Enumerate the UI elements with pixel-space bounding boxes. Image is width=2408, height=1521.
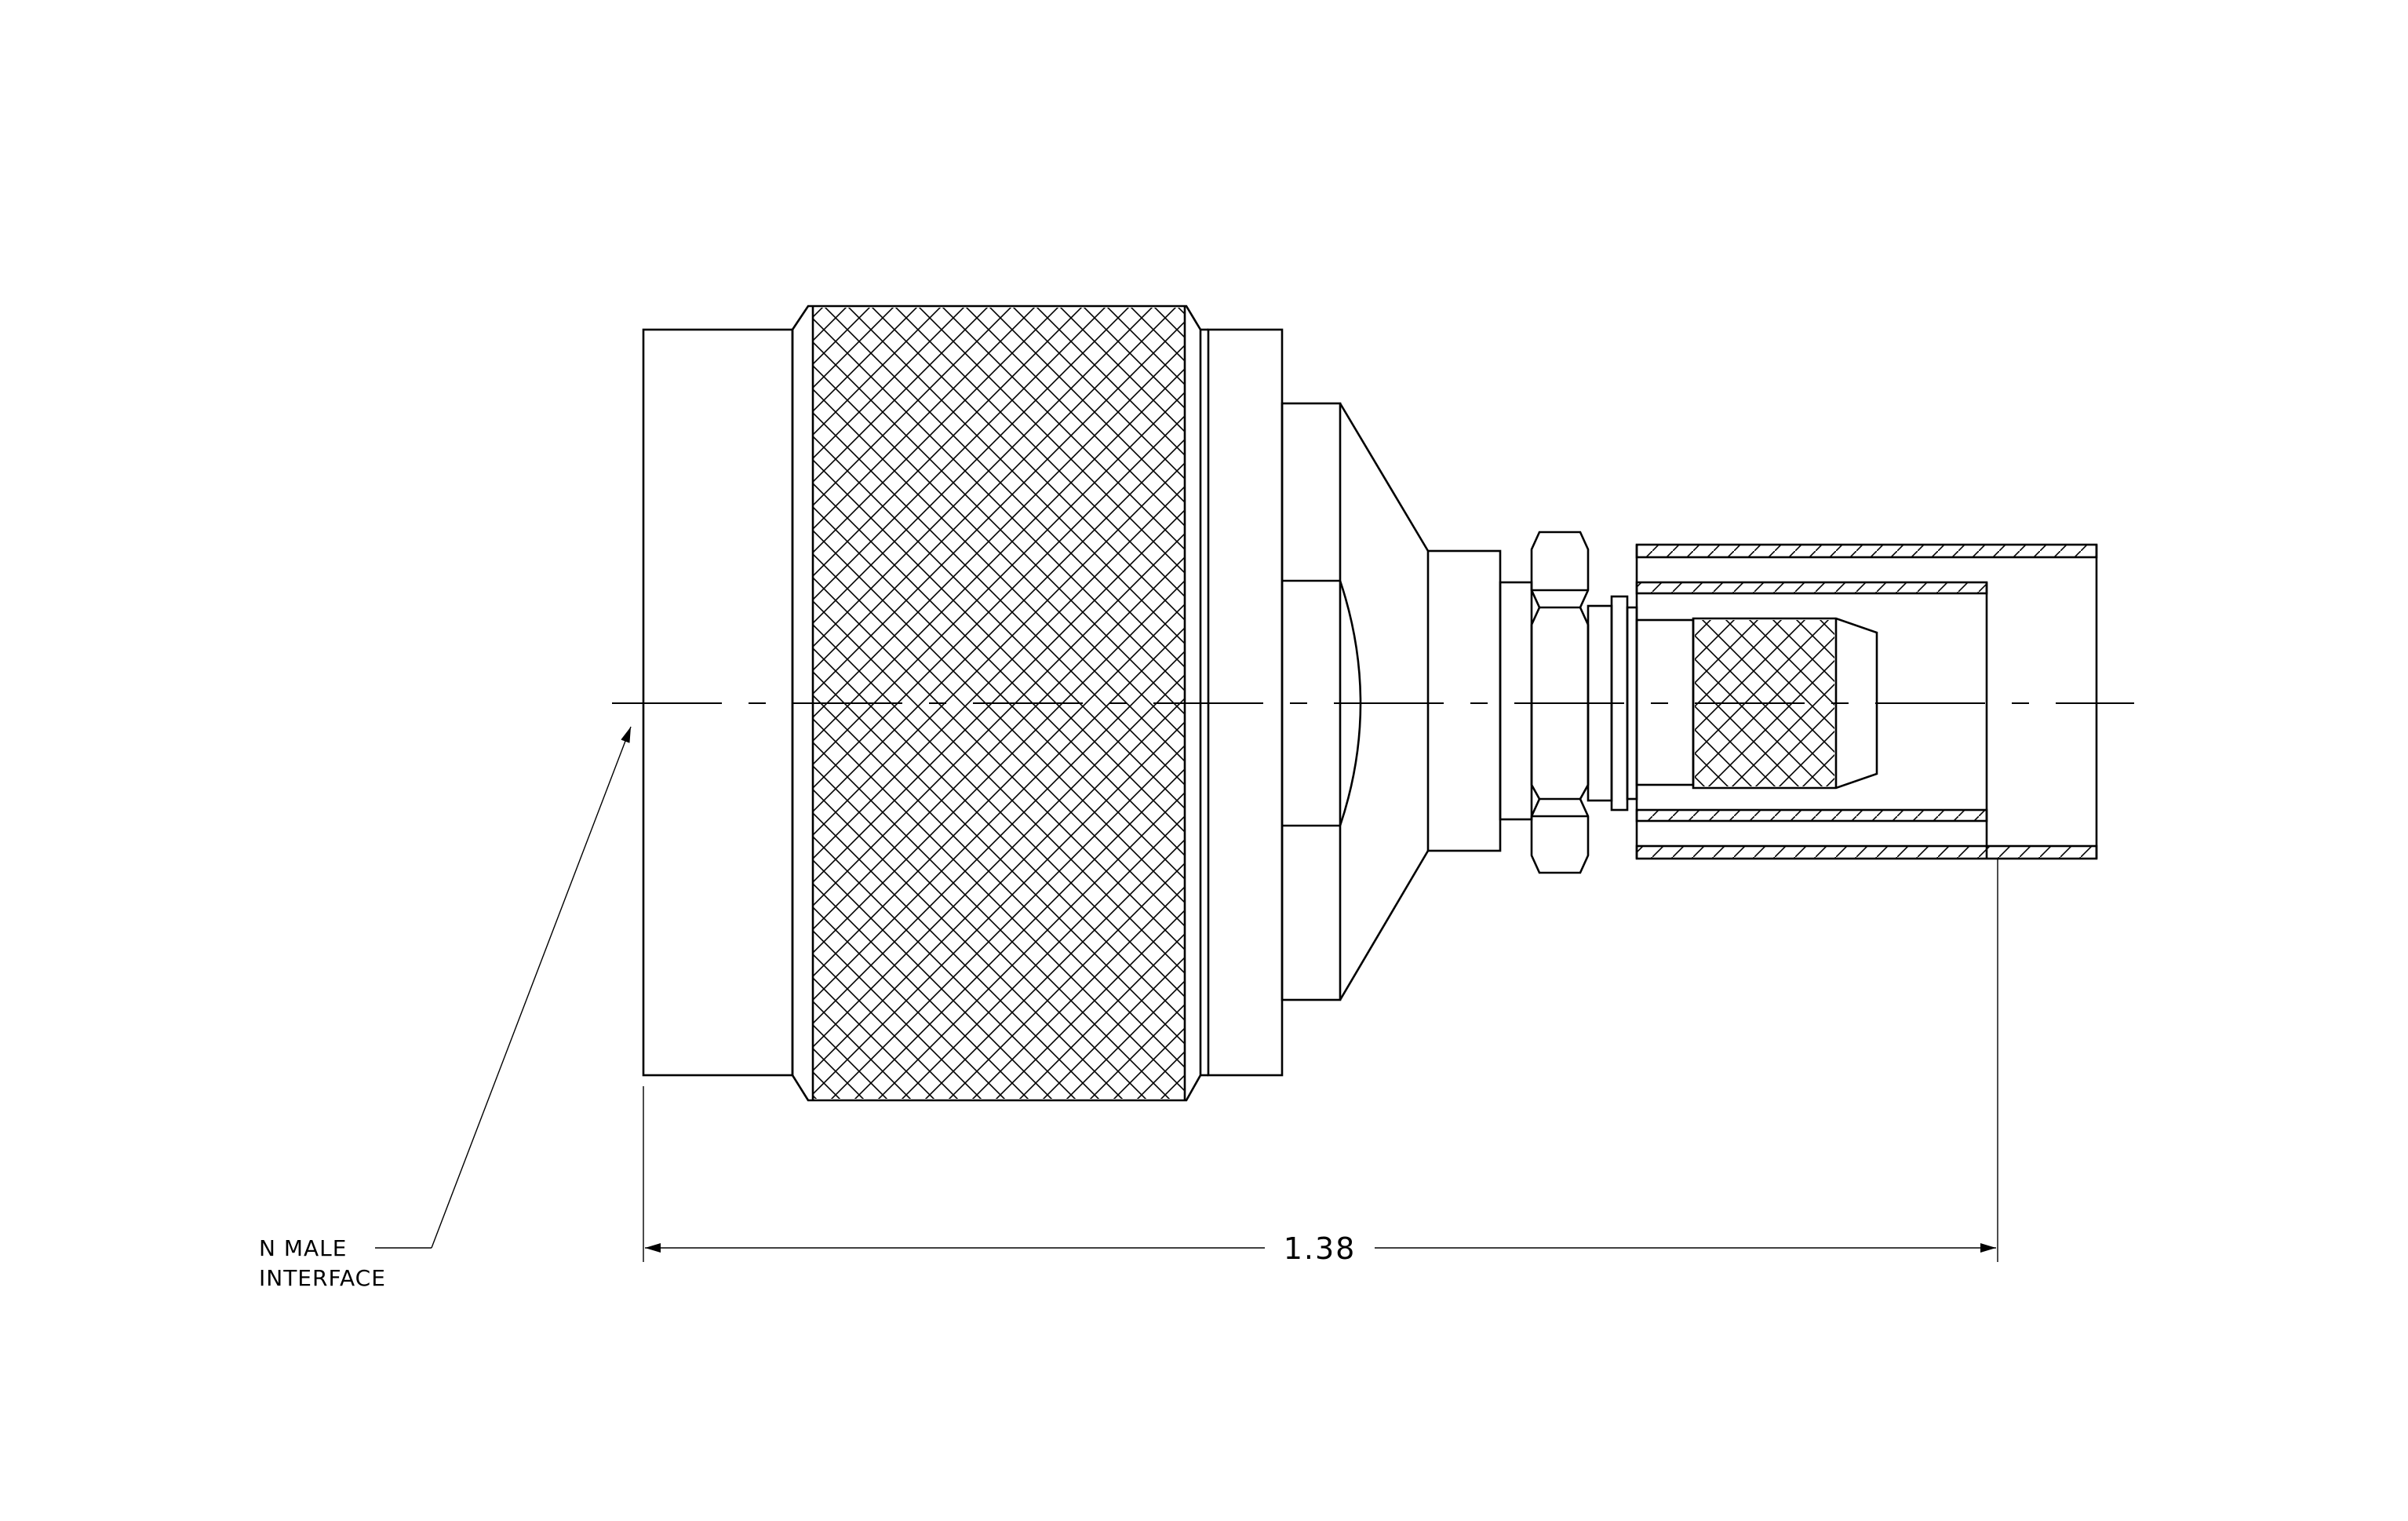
hex-body [1281, 402, 1430, 1001]
crimp-ferrule [1635, 543, 2098, 860]
callout-label-line2: INTERFACE [259, 1265, 386, 1291]
dimension-overall-length [643, 859, 1998, 1262]
neck [1426, 549, 1533, 852]
dimension-value: 1.38 [1284, 1231, 1357, 1266]
jam-nut [1530, 531, 1590, 874]
callout-label-line1: N MALE [259, 1235, 347, 1261]
callout-leader [375, 726, 632, 1249]
inner-sleeve [1635, 581, 1988, 859]
